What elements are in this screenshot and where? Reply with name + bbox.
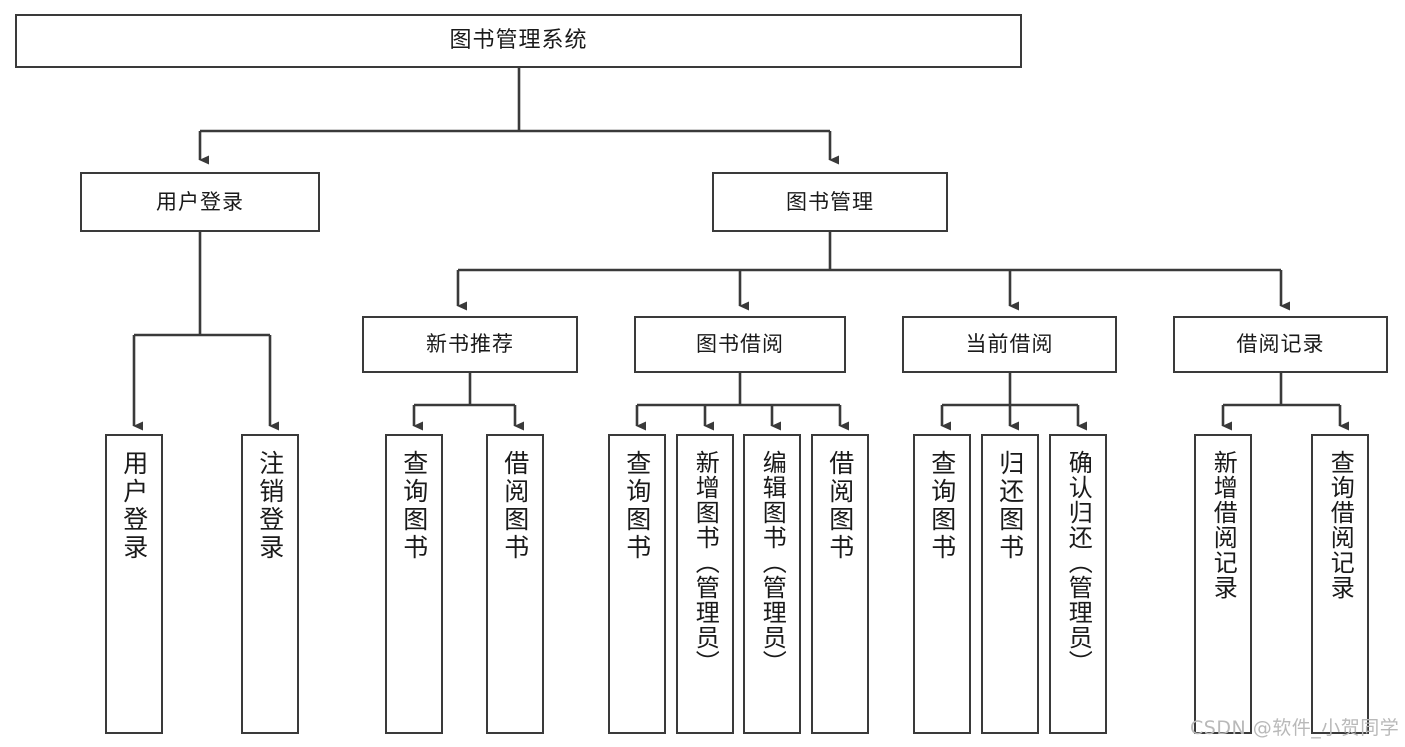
node-label: 借阅记录	[1236, 332, 1325, 357]
leaf-borrow-book[interactable]: 借阅图书	[811, 434, 869, 734]
leaf-query-book-borrow[interactable]: 查询图书	[608, 434, 666, 734]
node-label: 查询图书	[927, 450, 957, 562]
node-label: 查询图书	[399, 450, 429, 562]
node-label: 查询借阅记录	[1326, 450, 1355, 600]
node-label: 图书管理系统	[449, 28, 588, 54]
leaf-add-borrow-record[interactable]: 新增借阅记录	[1194, 434, 1252, 734]
node-new-book-recommend[interactable]: 新书推荐	[362, 316, 578, 373]
watermark: CSDN @软件_小贺同学	[1190, 717, 1400, 739]
node-label: 借阅图书	[825, 450, 855, 562]
node-label: 图书管理	[786, 189, 874, 214]
node-label: 查询图书	[622, 450, 652, 562]
node-label: 编辑图书（管理员）	[758, 450, 787, 675]
leaf-edit-book-admin[interactable]: 编辑图书（管理员）	[743, 434, 801, 734]
leaf-query-borrow-record[interactable]: 查询借阅记录	[1311, 434, 1369, 734]
node-label: 新书推荐	[426, 332, 514, 357]
node-label: 借阅图书	[500, 450, 530, 562]
node-book-management[interactable]: 图书管理	[712, 172, 948, 232]
node-label: 注销登录	[255, 450, 285, 562]
node-label: 图书借阅	[696, 332, 784, 357]
leaf-user-logout[interactable]: 注销登录	[241, 434, 299, 734]
leaf-query-book-current[interactable]: 查询图书	[913, 434, 971, 734]
leaf-query-book-recommend[interactable]: 查询图书	[385, 434, 443, 734]
node-label: 当前借阅	[965, 332, 1054, 357]
node-label: 新增借阅记录	[1209, 450, 1238, 600]
node-user-login[interactable]: 用户登录	[80, 172, 320, 232]
node-current-borrow[interactable]: 当前借阅	[902, 316, 1117, 373]
node-label: 新增图书（管理员）	[691, 450, 720, 675]
leaf-user-login[interactable]: 用户登录	[105, 434, 163, 734]
leaf-confirm-return-admin[interactable]: 确认归还（管理员）	[1049, 434, 1107, 734]
node-label: 用户登录	[119, 450, 149, 562]
node-book-borrow[interactable]: 图书借阅	[634, 316, 846, 373]
leaf-add-book-admin[interactable]: 新增图书（管理员）	[676, 434, 734, 734]
node-label: 用户登录	[156, 189, 244, 214]
node-label: 确认归还（管理员）	[1064, 450, 1093, 675]
node-root-system[interactable]: 图书管理系统	[15, 14, 1022, 68]
node-label: 归还图书	[995, 450, 1025, 562]
leaf-return-book[interactable]: 归还图书	[981, 434, 1039, 734]
node-borrow-record[interactable]: 借阅记录	[1173, 316, 1388, 373]
leaf-borrow-book-recommend[interactable]: 借阅图书	[486, 434, 544, 734]
